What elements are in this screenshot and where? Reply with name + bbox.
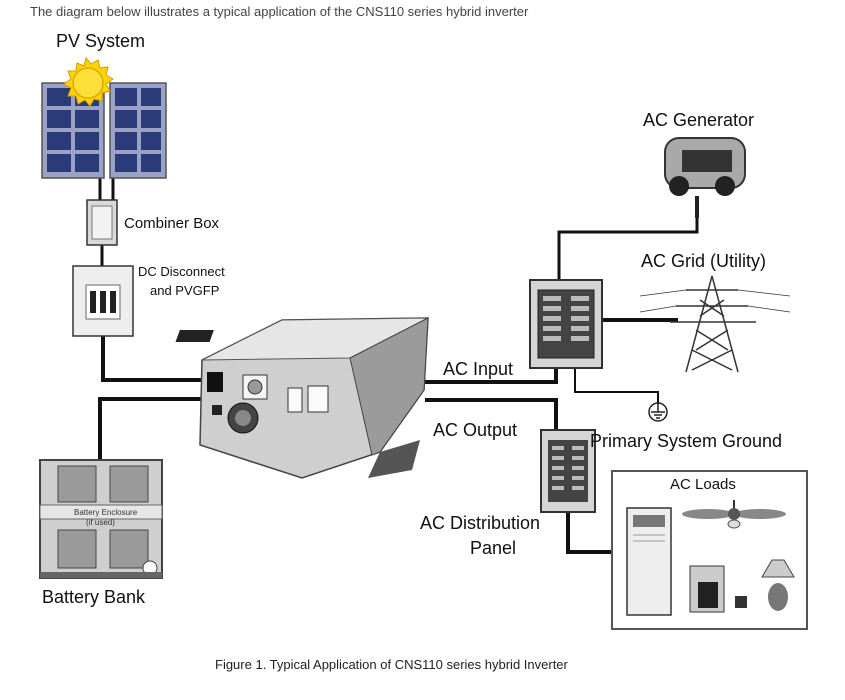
header-text: The diagram below illustrates a typical …	[30, 4, 529, 19]
label-ac-generator: AC Generator	[643, 110, 755, 130]
battery-bank	[39, 459, 163, 579]
wire-ground	[574, 368, 659, 404]
label-dc-disconnect-2: and PVGFP	[150, 283, 220, 298]
label-ac-distribution-1: AC Distribution	[420, 513, 541, 533]
wire-generator-panel	[557, 218, 699, 280]
label-ac-grid: AC Grid (Utility)	[641, 251, 766, 271]
figure-caption: Figure 1. Typical Application of CNS110 …	[215, 657, 568, 672]
transmission-tower-icon	[639, 275, 791, 373]
ac-generator	[664, 137, 746, 218]
label-combiner-box: Combiner Box	[124, 215, 220, 232]
wire-ac-output	[425, 398, 558, 430]
coffee-maker-icon	[689, 565, 747, 613]
air-conditioner-icon	[626, 507, 672, 616]
combiner-box	[86, 199, 118, 246]
ac-loads-box	[611, 470, 808, 630]
label-dc-disconnect-1: DC Disconnect	[138, 264, 225, 279]
hybrid-inverter	[175, 317, 429, 479]
dc-disconnect	[72, 265, 134, 337]
label-primary-ground: Primary System Ground	[590, 431, 783, 451]
label-pv-system: PV System	[56, 31, 146, 51]
wiring	[98, 178, 699, 554]
lamp-icon	[761, 559, 795, 611]
sun-icon	[63, 56, 114, 107]
ground-icon	[648, 402, 668, 422]
label-ac-input: AC Input	[443, 359, 514, 379]
label-battery-bank: Battery Bank	[42, 587, 146, 607]
label-battery-enclosure-1: Battery Enclosure	[74, 508, 138, 517]
ac-distribution-panel	[540, 429, 596, 513]
pv-panels	[41, 82, 167, 179]
label-ac-loads: AC Loads	[670, 476, 736, 493]
wire-battery-inverter	[98, 397, 208, 460]
wire-disconnect-inverter	[101, 336, 208, 382]
label-ac-distribution-2: Panel	[470, 538, 517, 558]
label-ac-output: AC Output	[433, 420, 518, 440]
label-battery-enclosure-2: (if used)	[86, 518, 115, 527]
ceiling-fan-icon	[682, 500, 786, 529]
ac-input-panel	[529, 279, 603, 369]
wire-distribution-loads	[566, 512, 614, 554]
